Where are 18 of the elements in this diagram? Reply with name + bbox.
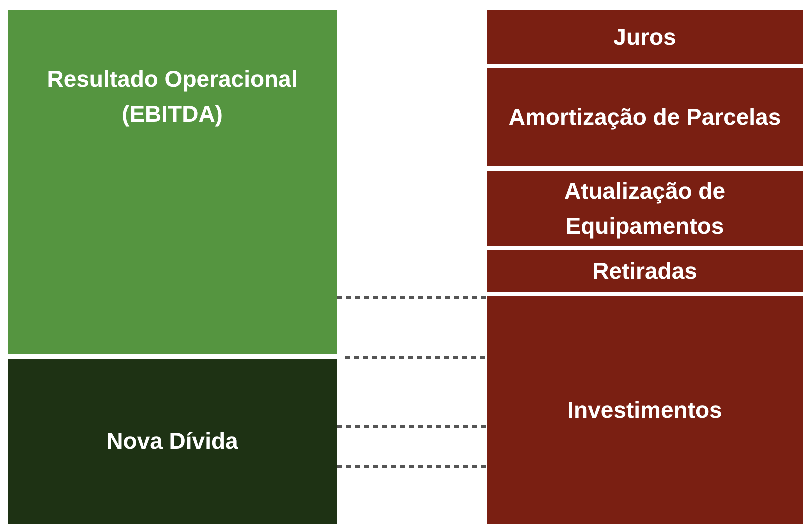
expense-block bbox=[487, 10, 803, 64]
block-label: Investimentos bbox=[568, 396, 722, 424]
debt-block bbox=[8, 359, 337, 524]
dashed-guide-line bbox=[337, 296, 487, 300]
expense-block bbox=[487, 250, 803, 292]
dashed-guide-line bbox=[345, 356, 487, 360]
block-label: Retiradas bbox=[592, 256, 698, 286]
expense-block bbox=[487, 296, 803, 524]
expense-block bbox=[487, 68, 803, 166]
block-label: Amortização de Parcelas bbox=[508, 102, 782, 132]
expense-block bbox=[487, 171, 803, 246]
block-label: Nova Dívida bbox=[106, 427, 238, 456]
operating-result-block bbox=[8, 10, 337, 354]
block-label: Juros bbox=[614, 22, 676, 52]
block-label: Atualização de Equipamentos bbox=[563, 176, 727, 241]
dashed-guide-line bbox=[337, 466, 487, 468]
dashed-guide-line bbox=[337, 426, 487, 428]
block-label: Resultado Operacional (EBITDA) bbox=[46, 65, 299, 129]
